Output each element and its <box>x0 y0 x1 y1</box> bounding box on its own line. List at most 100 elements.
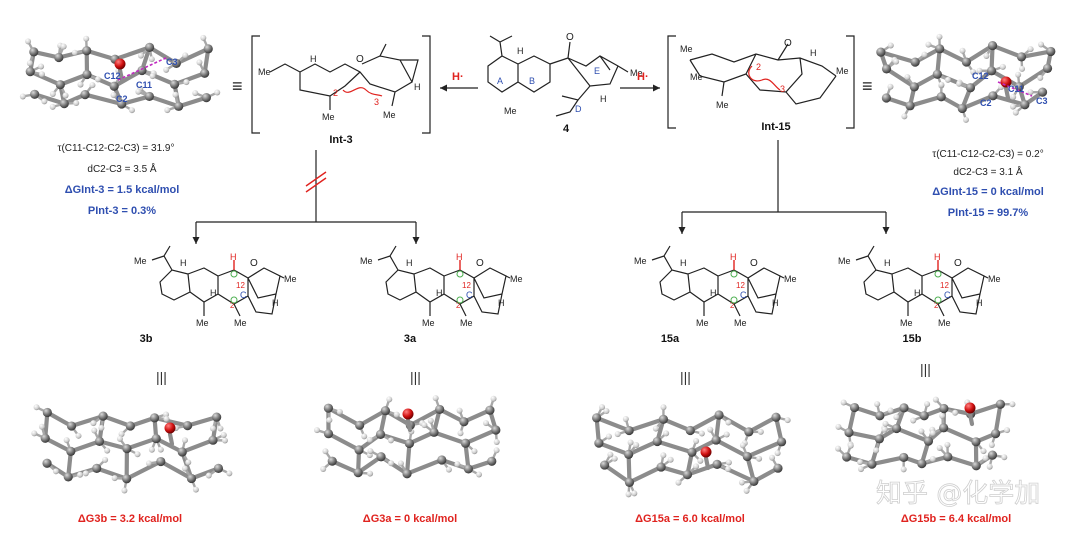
svg-text:Me: Me <box>734 318 747 328</box>
equivalent-symbol-right: ≡ <box>862 76 873 96</box>
svg-text:H: H <box>730 252 737 262</box>
dg-int3: ΔGInt-3 = 1.5 kcal/mol <box>65 184 180 196</box>
cmpd4-h-1: H <box>517 46 524 56</box>
bracket-right-int3 <box>422 35 431 134</box>
label-3b: 3b <box>140 333 153 345</box>
equivalent-bars-15a: ||| <box>680 369 691 385</box>
svg-text:Me: Me <box>510 274 523 284</box>
model-3d-15b <box>835 396 1016 473</box>
ring-c-15b: C <box>944 290 951 300</box>
int15-me-3: Me <box>716 100 729 110</box>
blocked-mark-1 <box>305 171 327 187</box>
torsion-int3: τ(C11-C12-C2-C3) = 31.9° <box>58 143 175 154</box>
int3-label: Int-3 <box>329 134 352 146</box>
equivalent-bars-15b: ||| <box>920 361 931 377</box>
svg-text:H: H <box>406 258 413 268</box>
label-3a: 3a <box>404 333 417 345</box>
svg-text:Me: Me <box>284 274 297 284</box>
equivalent-bars-3b: ||| <box>156 369 167 385</box>
int15-num-2: 2 <box>756 62 761 72</box>
svg-text:H: H <box>680 258 687 268</box>
svg-text:H: H <box>710 288 717 298</box>
num12-3a: 12 <box>462 281 471 290</box>
svg-text:H: H <box>456 252 463 262</box>
int3-h-2: H <box>414 82 421 92</box>
svg-text:Me: Me <box>900 318 913 328</box>
equivalent-bars-3a: ||| <box>410 369 421 385</box>
torsion-int15: τ(C11-C12-C2-C3) = 0.2° <box>932 149 1043 160</box>
int15-label: Int-15 <box>761 121 790 133</box>
ring-c-3b: C <box>240 290 247 300</box>
svg-text:O: O <box>476 258 484 269</box>
svg-text:H: H <box>210 288 217 298</box>
int3-num-2: 2 <box>333 88 338 98</box>
int3-me-3: Me <box>383 110 396 120</box>
svg-text:O: O <box>750 258 758 269</box>
svg-text:Me: Me <box>460 318 473 328</box>
num12-15a: 12 <box>736 281 745 290</box>
int15-me-1: Me <box>680 44 693 54</box>
cmpd4-me-1: Me <box>504 106 517 116</box>
population-int15: PInt-15 = 99.7% <box>948 207 1029 219</box>
svg-text:Me: Me <box>696 318 709 328</box>
ring-label-b: B <box>529 76 535 86</box>
structure-int15: Me Me H Me Me O 2 3 Int-15 <box>667 35 855 133</box>
bracket-left-int3 <box>251 35 260 134</box>
dg-3a: ΔG3a = 0 kcal/mol <box>363 513 457 525</box>
int3-h-1: H <box>310 54 317 64</box>
svg-text:Me: Me <box>938 318 951 328</box>
blocked-mark-2 <box>305 177 327 193</box>
int3-me-2: Me <box>322 112 335 122</box>
branch-arrows-right <box>678 140 890 234</box>
svg-text:H: H <box>772 298 779 308</box>
int15-me-2: Me <box>690 72 703 82</box>
svg-text:H: H <box>436 288 443 298</box>
label-15a: 15a <box>661 333 680 345</box>
dg-3b: ΔG3b = 3.2 kcal/mol <box>78 513 182 525</box>
ring-label-a: A <box>497 76 503 86</box>
svg-text:H: H <box>914 288 921 298</box>
atom-label-c12-int15: C12 <box>972 71 989 81</box>
ring-c-15a: C <box>740 290 747 300</box>
reagent-h-left: H· <box>452 71 464 83</box>
atom-label-c2: C2 <box>116 94 128 104</box>
branch-arrows-left <box>192 150 420 244</box>
svg-text:H: H <box>934 252 941 262</box>
svg-text:Me: Me <box>784 274 797 284</box>
reagent-h-right: H· <box>637 71 649 83</box>
svg-text:H: H <box>976 298 983 308</box>
atom-label-c11: C11 <box>136 80 152 90</box>
watermark: 知乎 @化学加 <box>876 479 1040 509</box>
int3-num-3: 3 <box>374 97 379 107</box>
dg-15a: ΔG15a = 6.0 kcal/mol <box>635 513 745 525</box>
num2-3a: 2 <box>456 301 461 310</box>
equivalent-symbol-left: ≡ <box>232 76 243 96</box>
svg-text:Me: Me <box>134 256 147 266</box>
svg-text:Me: Me <box>360 256 373 266</box>
bracket-left-int15 <box>667 35 676 129</box>
atom-label-c3-int15: C3 <box>1036 96 1048 106</box>
c2-c3-distance-line-int15 <box>997 81 1033 97</box>
ball-stick-int15: C12 C11 C2 C3 <box>876 33 1056 123</box>
atom-label-c3: C3 <box>166 57 178 67</box>
bracket-right-int15 <box>846 35 855 129</box>
num2-15b: 2 <box>934 301 939 310</box>
svg-text:H: H <box>180 258 187 268</box>
svg-text:Me: Me <box>838 256 851 266</box>
svg-text:Me: Me <box>234 318 247 328</box>
atom-label-c11-int15: C11 <box>1008 84 1024 94</box>
distance-int3: dC2-C3 = 3.5 Å <box>87 162 157 175</box>
svg-text:O: O <box>356 54 364 65</box>
num12-15b: 12 <box>940 281 949 290</box>
svg-text:Me: Me <box>422 318 435 328</box>
num12-3b: 12 <box>236 281 245 290</box>
svg-text:H: H <box>498 298 505 308</box>
model-3d-3b <box>31 404 233 494</box>
cmpd4-label: 4 <box>563 123 570 135</box>
svg-text:H: H <box>230 252 237 262</box>
structure-int3: Me H Me H Me O 2 3 Int-3 <box>251 35 431 146</box>
svg-text:O: O <box>954 258 962 269</box>
